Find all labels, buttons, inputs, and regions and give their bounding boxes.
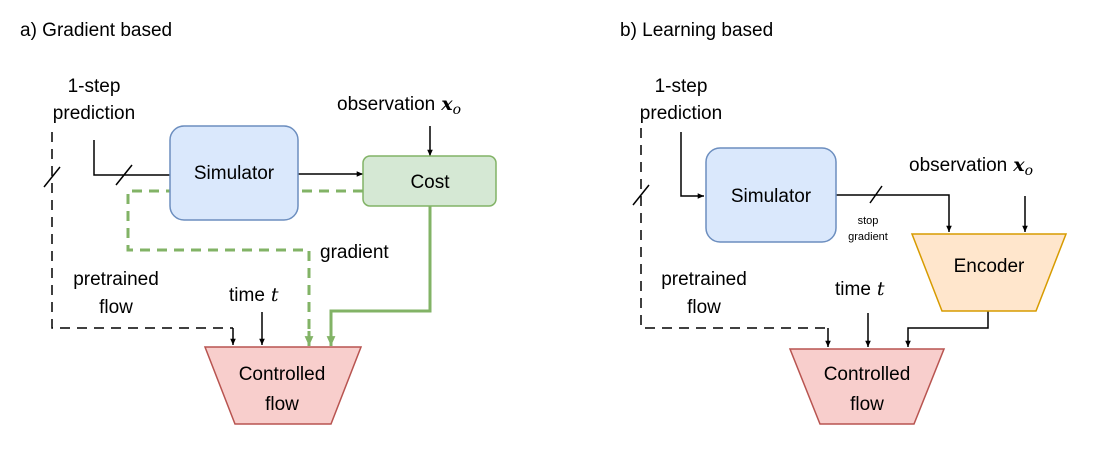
panel-a: a) Gradient based Simulator [20,20,497,425]
controlled-flow-label-line1: Controlled [239,364,326,385]
pretrained-flow-label-line1: pretrained [73,269,159,290]
pretrained-flow-dashed-line [51,132,233,329]
controlled-flow-box-b [788,348,946,425]
controlled-flow-label-line1-b: Controlled [824,364,911,385]
simulator-label: Simulator [194,163,275,184]
prediction-label-line2: prediction [53,103,135,124]
cost-label: Cost [410,172,450,193]
pretrained-flow-label-line1-b: pretrained [661,269,747,290]
encoder-label: Encoder [954,256,1025,277]
panel-b: b) Learning based Simulator Encoder Cont… [620,20,1068,425]
gradient-solid-arrow [326,206,432,346]
panel-a-title: a) Gradient based [20,20,172,41]
panel-b-edges [632,128,1028,347]
controlled-flow-box [203,346,363,425]
panel-b-title: b) Learning based [620,20,773,41]
prediction-to-simulator-line [93,140,170,176]
encoder-box [910,233,1068,312]
cost-box [362,155,497,207]
prediction-label-line1-b: 1-step [655,76,708,97]
gradient-label: gradient [320,242,389,263]
simulator-label-b: Simulator [731,186,812,207]
controlled-flow-label-line2: flow [265,394,299,415]
simulator-box [169,125,299,221]
simulator-box-b [705,147,837,243]
pretrained-flow-dashed-line-b [640,128,828,329]
controlled-flow-label-line2-b: flow [850,394,884,415]
stop-gradient-label-line1: stop [858,215,879,227]
simulator-to-encoder-arrow-b [836,194,952,232]
encoder-to-controlled-arrow-b [905,311,989,347]
stop-gradient-slash [869,185,883,204]
prediction-to-simulator-arrow-b [680,132,704,199]
pretrained-flow-slash [43,166,61,188]
pretrained-flow-label-line2: flow [99,297,133,318]
pretrained-flow-label-line2-b: flow [687,297,721,318]
pretrained-flow-slash-b [632,184,650,206]
stop-gradient-label-line2: gradient [848,231,888,243]
prediction-label-line2-b: prediction [640,103,722,124]
prediction-label-line1: 1-step [68,76,121,97]
prediction-slash [115,164,133,186]
